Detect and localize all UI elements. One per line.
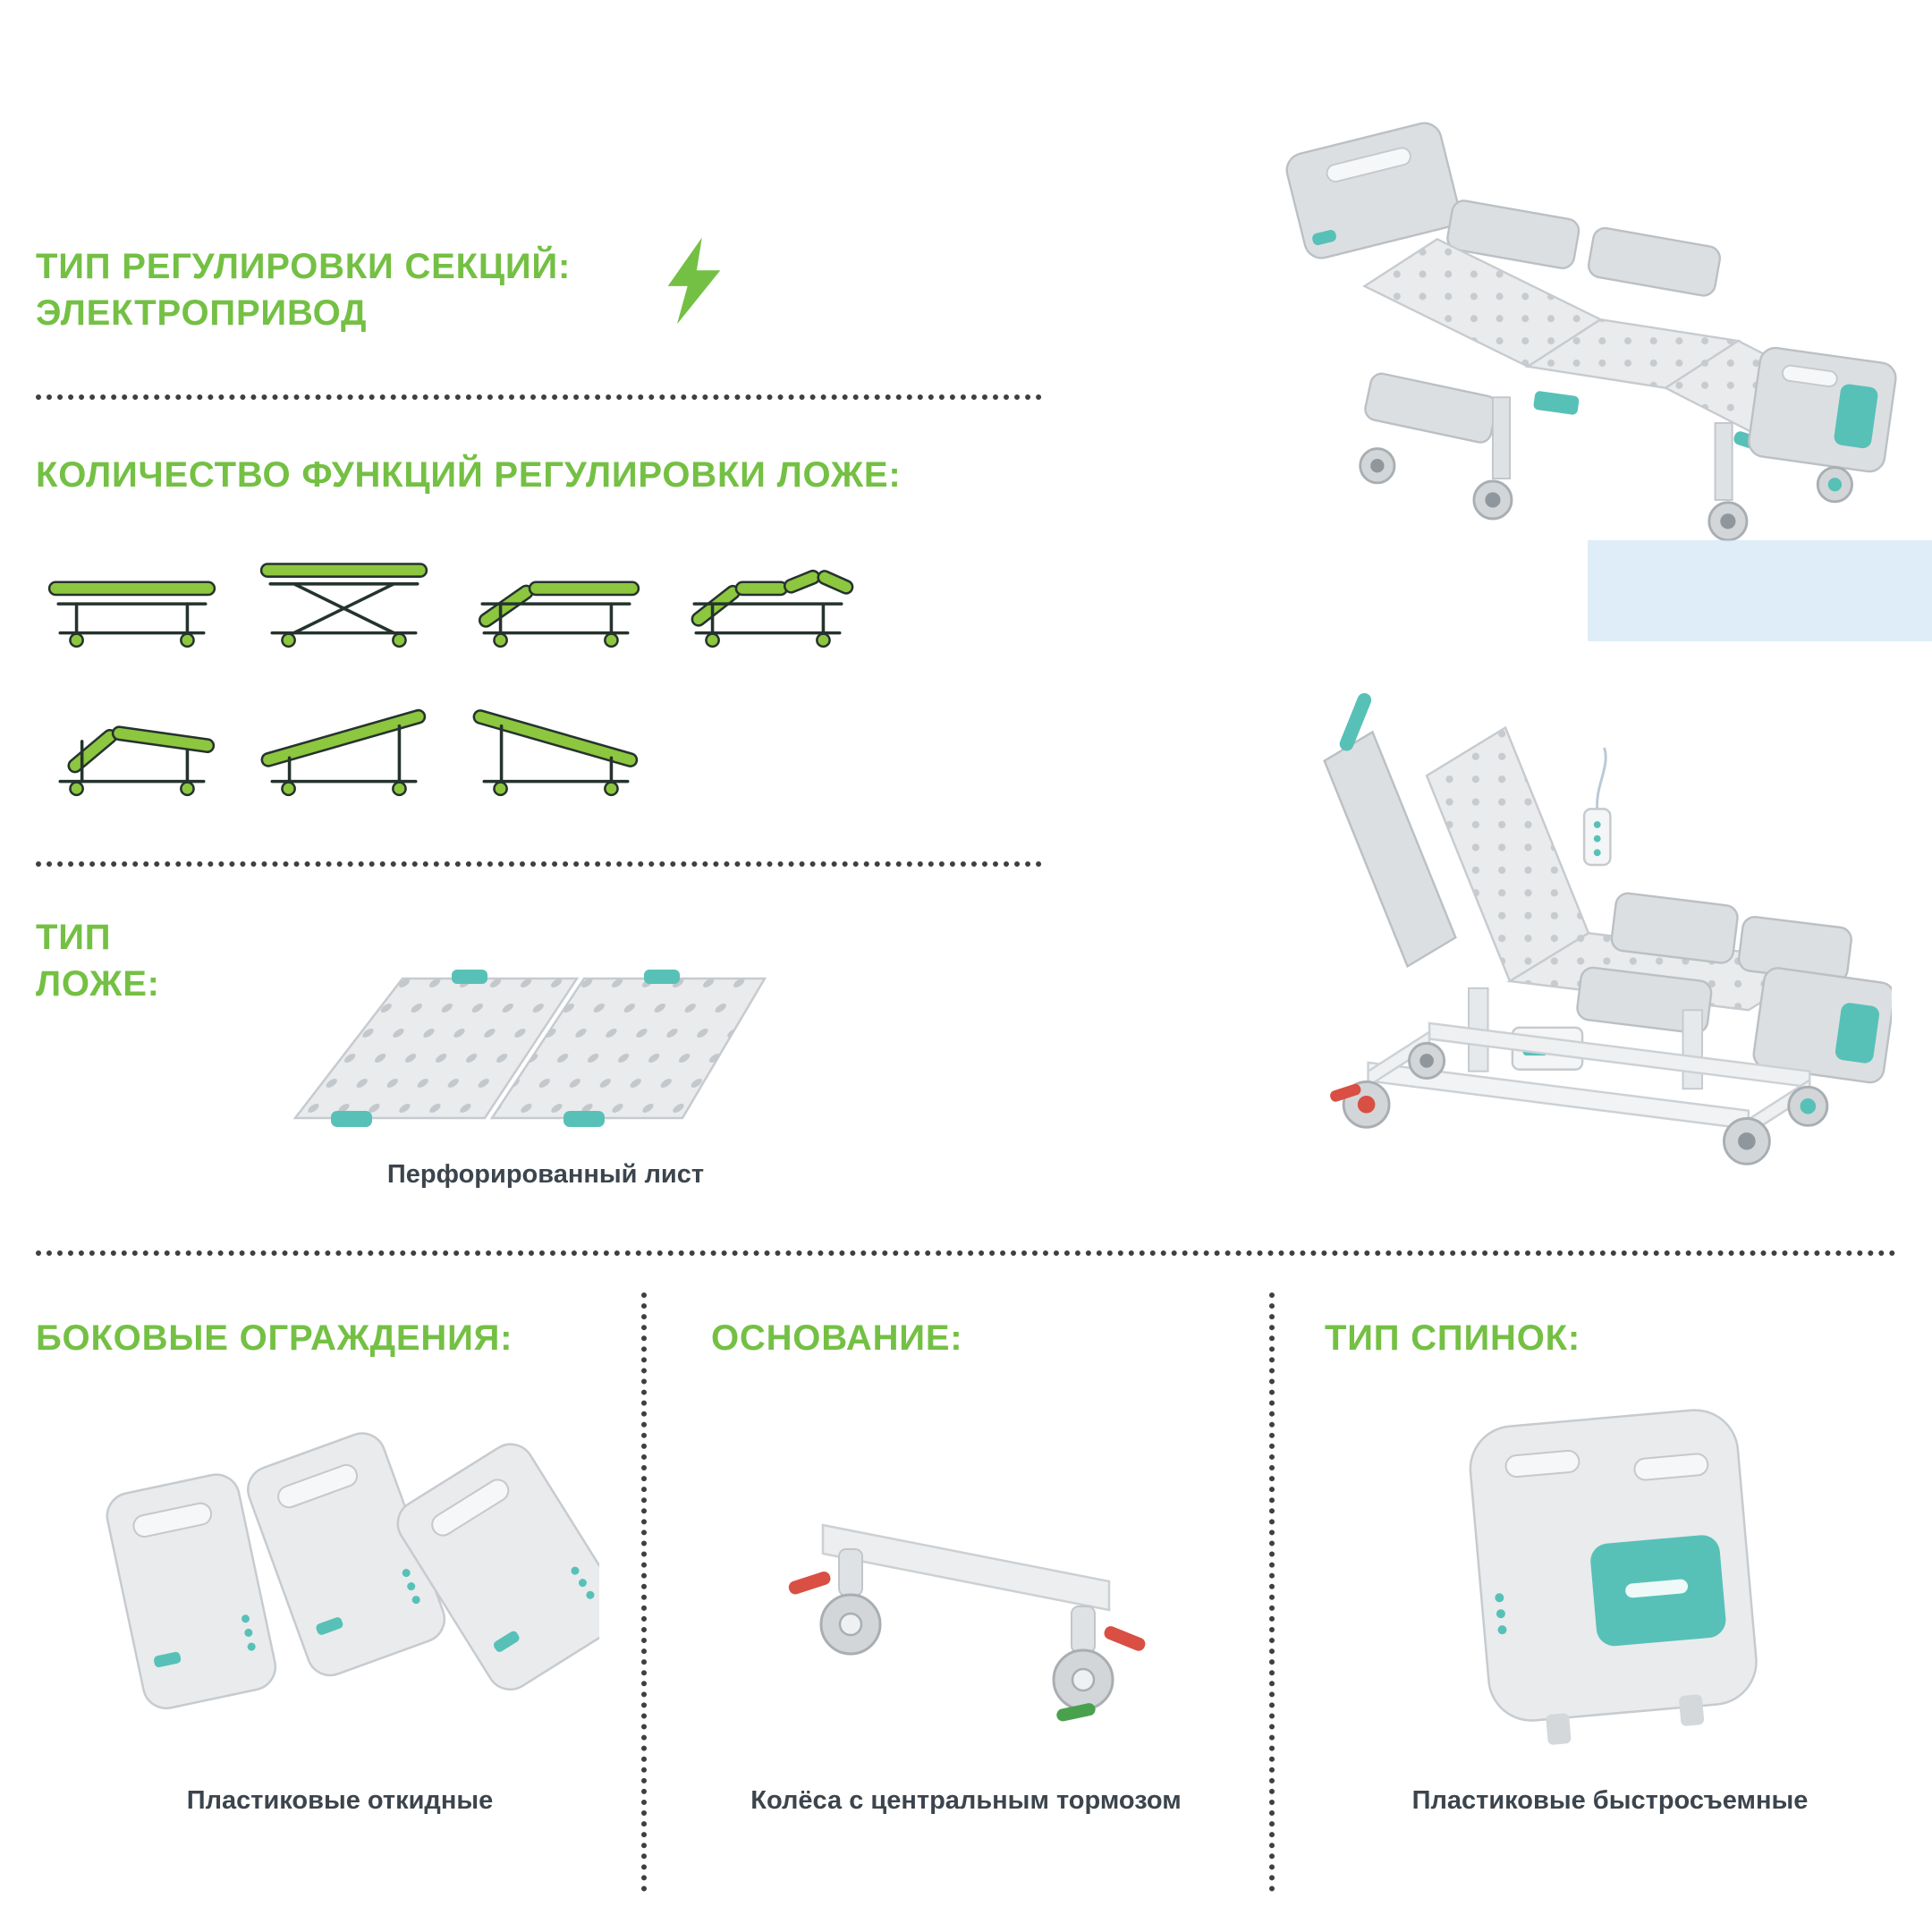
bed-tilt-foot-up-icon [260, 708, 427, 797]
sheet-clip [331, 1111, 372, 1127]
backrest-panel-image [1469, 1409, 1758, 1745]
lightning-icon [667, 237, 721, 325]
side-rail [1587, 226, 1722, 297]
adjustment-type-title-line1: ТИП РЕГУЛИРОВКИ СЕКЦИЙ: [36, 247, 572, 286]
separator-2 [36, 861, 1042, 867]
headboard [1285, 122, 1461, 259]
backrests-title: ТИП СПИНОК: [1325, 1318, 1580, 1358]
footboard [1748, 346, 1897, 473]
casters [1330, 1041, 1829, 1165]
bed-flat-low-icon [47, 580, 216, 648]
caster-right [1052, 1606, 1146, 1722]
column-divider-2 [1269, 1292, 1275, 1892]
side-rail [1610, 892, 1739, 964]
perforated-sheet-image [292, 970, 767, 1127]
side-rail-lowered [1364, 372, 1498, 444]
base-frame [1367, 1021, 1811, 1137]
base-title: ОСНОВАНИЕ: [711, 1318, 963, 1358]
base-beam [821, 1523, 1111, 1612]
separator-3 [36, 1250, 1896, 1256]
separator-1 [36, 394, 1042, 400]
brake-pedal-green [1056, 1703, 1096, 1722]
adjustment-type-title-line2: ЭЛЕКТРОПРИВОД [36, 293, 368, 333]
bed-positions-grid [36, 537, 930, 803]
rail-panel [106, 1473, 277, 1710]
brake-pedal-red [788, 1571, 831, 1595]
bed-positions-row-1 [36, 537, 930, 655]
bed-render-bottom [1323, 692, 1892, 1165]
remote-control [1582, 808, 1612, 867]
bed-render-top [1285, 122, 1897, 542]
brake-pedal-red [1104, 1626, 1146, 1651]
side-rail [1446, 199, 1580, 269]
platform-title-line1: ТИП [36, 918, 112, 957]
column-divider-1 [641, 1292, 647, 1892]
side-rail [1576, 966, 1713, 1035]
platform-title: ТИП ЛОЖЕ: [36, 914, 160, 1007]
backrest-raised [1425, 725, 1590, 983]
bed-backrest-raised-rest-sloped-icon [58, 725, 216, 797]
rail-panel [396, 1443, 599, 1690]
platform-title-line2: ЛОЖЕ: [36, 964, 160, 1004]
bed-backrest-raised-icon [478, 580, 640, 648]
caster-left [788, 1548, 882, 1656]
sheet-clip [564, 1111, 605, 1127]
platform-caption: Перфорированный лист [386, 1160, 705, 1189]
sheet-clip [644, 970, 680, 984]
sheet-clip [452, 970, 487, 984]
side-rail-raised [1323, 730, 1457, 969]
bed-tilt-head-up-icon [472, 709, 639, 797]
bed-backrest-and-knee-raised-icon [691, 569, 854, 648]
casters [1359, 447, 1853, 542]
bed-flat-high-icon [259, 563, 428, 648]
backrests-caption: Пластиковые быстросъемные [1411, 1786, 1809, 1815]
bed-positions-row-2 [36, 685, 930, 803]
control-panel [1533, 391, 1580, 415]
footboard [1752, 967, 1892, 1084]
brake-pedal [1330, 1083, 1361, 1102]
functions-title: КОЛИЧЕСТВО ФУНКЦИЙ РЕГУЛИРОВКИ ЛОЖЕ: [36, 455, 902, 495]
base-image [788, 1523, 1146, 1722]
deck-mid-section [1524, 318, 1741, 389]
side-rails-title: БОКОВЫЕ ОГРАЖДЕНИЯ: [36, 1318, 513, 1358]
adjustment-type-title: ТИП РЕГУЛИРОВКИ СЕКЦИЙ: ЭЛЕКТРОПРИВОД [36, 243, 571, 336]
watermark-band [1588, 540, 1932, 641]
base-caption: Колёса с центральным тормозом [750, 1786, 1182, 1815]
side-rails-caption: Пластиковые откидные [186, 1786, 494, 1815]
side-rails-image [106, 1432, 599, 1710]
